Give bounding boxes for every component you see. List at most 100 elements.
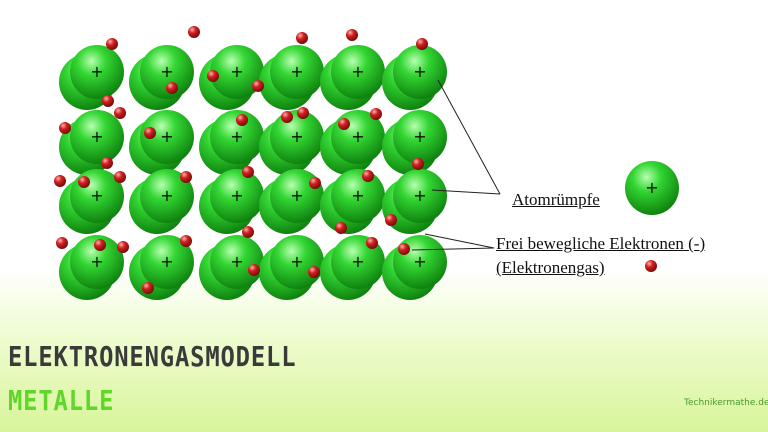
electron bbox=[335, 222, 347, 234]
electron bbox=[142, 282, 154, 294]
atom-sphere bbox=[393, 110, 447, 164]
plus-sign: + bbox=[90, 127, 103, 146]
plus-sign: + bbox=[230, 252, 243, 271]
plus-sign: + bbox=[290, 186, 303, 205]
legend-atom: + bbox=[625, 161, 679, 215]
electron bbox=[398, 243, 410, 255]
plus-sign: + bbox=[351, 62, 364, 81]
atom-core bbox=[129, 169, 194, 234]
atom-sphere bbox=[140, 45, 194, 99]
electron bbox=[385, 214, 397, 226]
atom-sphere bbox=[70, 45, 124, 99]
plus-sign: + bbox=[290, 127, 303, 146]
legend-electron bbox=[645, 260, 657, 272]
atom-sphere bbox=[210, 110, 264, 164]
plus-sign: + bbox=[90, 186, 103, 205]
electron bbox=[56, 237, 68, 249]
electron bbox=[180, 235, 192, 247]
atom-core bbox=[199, 235, 264, 300]
electron bbox=[78, 176, 90, 188]
plus-sign: + bbox=[351, 186, 364, 205]
plus-sign: + bbox=[160, 252, 173, 271]
atom-sphere bbox=[210, 45, 264, 99]
electron bbox=[281, 111, 293, 123]
atom-core bbox=[320, 45, 385, 110]
atom-core bbox=[259, 45, 324, 110]
atom-core bbox=[320, 235, 385, 300]
logo: Technikermathe.de bbox=[684, 398, 768, 408]
electron bbox=[144, 127, 156, 139]
electron bbox=[114, 107, 126, 119]
electron bbox=[296, 32, 308, 44]
plus-sign: + bbox=[290, 62, 303, 81]
electron bbox=[416, 38, 428, 50]
electron bbox=[114, 171, 126, 183]
atom-sphere bbox=[393, 45, 447, 99]
electron bbox=[338, 118, 350, 130]
atom-sphere bbox=[331, 45, 385, 99]
plus-sign: + bbox=[413, 62, 426, 81]
electron-gas-label: (Elektronengas) bbox=[496, 258, 605, 277]
atom-core bbox=[259, 110, 324, 175]
electron bbox=[188, 26, 200, 38]
electron-label: Frei bewegliche Elektronen (-) bbox=[496, 234, 706, 253]
subtitle: METALLE bbox=[8, 384, 115, 417]
atom-core bbox=[129, 110, 194, 175]
electron bbox=[54, 175, 66, 187]
electron bbox=[242, 166, 254, 178]
electron bbox=[370, 108, 382, 120]
atom-sphere bbox=[625, 161, 679, 215]
plus-sign: + bbox=[90, 252, 103, 271]
electron bbox=[309, 177, 321, 189]
plus-sign: + bbox=[160, 62, 173, 81]
plus-sign: + bbox=[413, 252, 426, 271]
electron bbox=[236, 114, 248, 126]
electron bbox=[207, 70, 219, 82]
atom-core bbox=[382, 169, 447, 234]
atom-core bbox=[59, 45, 124, 110]
electron bbox=[94, 239, 106, 251]
plus-sign: + bbox=[230, 127, 243, 146]
atom-core bbox=[199, 169, 264, 234]
atom-sphere bbox=[210, 169, 264, 223]
title: ELEKTRONENGASMODELL bbox=[8, 340, 297, 373]
electron bbox=[248, 264, 260, 276]
electron bbox=[242, 226, 254, 238]
atom-core bbox=[129, 45, 194, 110]
atom-core bbox=[59, 110, 124, 175]
electron bbox=[166, 82, 178, 94]
atom-sphere bbox=[331, 169, 385, 223]
atom-core bbox=[199, 45, 264, 110]
plus-sign: + bbox=[160, 186, 173, 205]
plus-sign: + bbox=[230, 62, 243, 81]
electron bbox=[101, 157, 113, 169]
atom-core bbox=[382, 45, 447, 110]
atom-sphere bbox=[70, 110, 124, 164]
electron bbox=[366, 237, 378, 249]
electron bbox=[297, 107, 309, 119]
electron bbox=[59, 122, 71, 134]
electron bbox=[362, 170, 374, 182]
atom-core bbox=[320, 169, 385, 234]
plus-sign: + bbox=[351, 252, 364, 271]
electron bbox=[106, 38, 118, 50]
plus-sign: + bbox=[413, 186, 426, 205]
pointer-lines bbox=[411, 79, 501, 251]
atom-sphere bbox=[270, 110, 324, 164]
electron bbox=[102, 95, 114, 107]
electron bbox=[346, 29, 358, 41]
plus-sign: + bbox=[230, 186, 243, 205]
atom-label: Atomrümpfe bbox=[512, 190, 600, 209]
plus-sign: + bbox=[90, 62, 103, 81]
electron bbox=[308, 266, 320, 278]
electron bbox=[252, 80, 264, 92]
atom-core bbox=[382, 110, 447, 175]
atom-sphere bbox=[70, 235, 124, 289]
plus-sign: + bbox=[351, 127, 364, 146]
plus-sign: + bbox=[290, 252, 303, 271]
electron bbox=[117, 241, 129, 253]
plus-sign: + bbox=[645, 178, 658, 197]
atom-core bbox=[199, 110, 264, 175]
plus-sign: + bbox=[413, 127, 426, 146]
